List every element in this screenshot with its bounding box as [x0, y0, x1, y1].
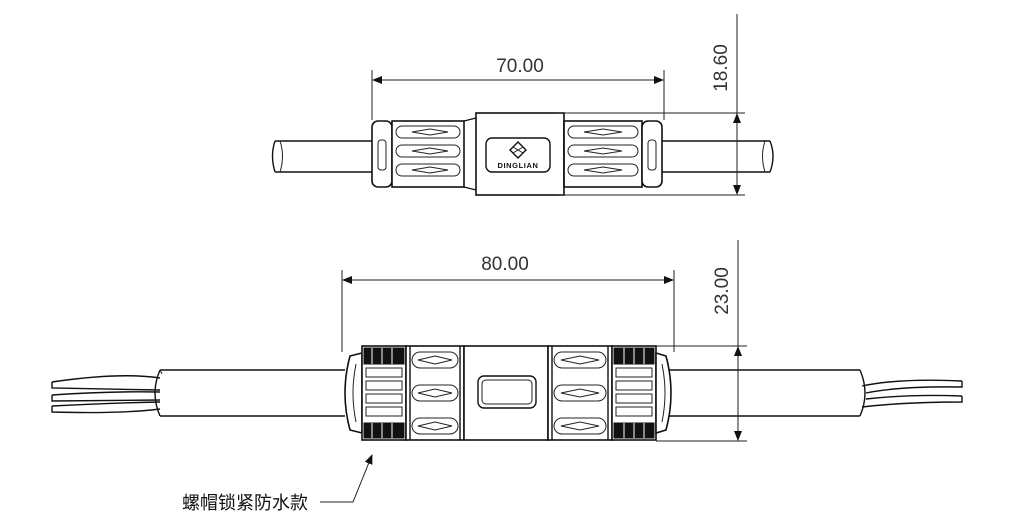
dinglian-logo: DINGLIAN [497, 141, 538, 170]
bottom-left-cable [51, 369, 345, 417]
bottom-left-ribbed-shell [405, 345, 465, 441]
bottom-center-body [463, 345, 549, 441]
top-connector-view: DINGLIAN 70.00 [271, 14, 774, 196]
callout-label: 螺帽锁紧防水款 [182, 493, 308, 514]
top-right-end-cap [641, 120, 663, 188]
bottom-length-dim-text: 80.00 [481, 254, 529, 275]
top-left-cable [271, 140, 372, 173]
top-right-cable [662, 140, 774, 173]
top-left-ribbed-shell [391, 120, 465, 188]
callout-leader: 螺帽锁紧防水款 [182, 454, 373, 514]
bottom-height-dimension: 23.00 [656, 240, 747, 442]
bottom-left-lock-nut [361, 345, 407, 441]
top-center-body: DINGLIAN [463, 112, 565, 196]
top-height-dim-text: 18.60 [711, 44, 732, 92]
bottom-left-end-cap [344, 351, 363, 435]
top-length-dim-text: 70.00 [496, 56, 544, 77]
bottom-length-dimension: 80.00 [341, 254, 675, 352]
top-right-ribbed-shell [563, 120, 643, 188]
bottom-height-dim-text: 23.00 [712, 267, 733, 315]
bottom-connector-view: 80.00 23.00 [51, 240, 963, 442]
bottom-right-cable [660, 369, 963, 417]
bottom-right-ribbed-shell [547, 345, 613, 441]
top-length-dimension: 70.00 [371, 56, 665, 120]
top-left-end-cap [371, 120, 393, 188]
logo-text: DINGLIAN [497, 161, 538, 170]
top-height-dimension: 18.60 [558, 14, 745, 196]
bottom-right-lock-nut [611, 345, 657, 441]
bottom-right-end-cap [655, 351, 672, 435]
